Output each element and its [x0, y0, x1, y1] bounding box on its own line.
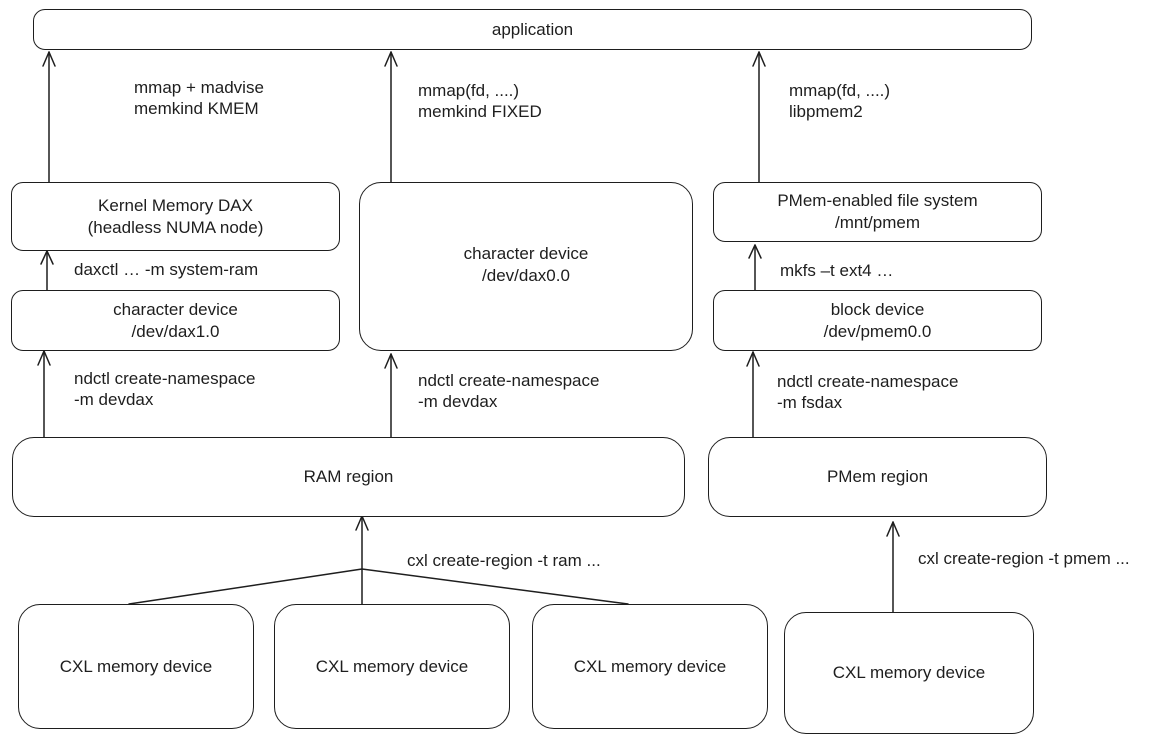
arrow-block-to-pmemfs: [748, 244, 762, 291]
cxl-memory-device-1-label: CXL memory device: [59, 656, 213, 676]
arrow-pmemfs-to-application: [752, 51, 766, 183]
character-device-dax0-box: character device /dev/dax0.0: [359, 182, 693, 351]
edge-label-line: ndctl create-namespace: [74, 369, 256, 388]
cxl-memory-device-1-box: CXL memory device: [18, 604, 254, 729]
edge-label-mmap-madvise: mmap + madvise memkind KMEM: [134, 77, 264, 119]
edge-label-line: cxl create-region -t pmem ...: [918, 549, 1130, 568]
edge-label-ndctl-devdax-1: ndctl create-namespace -m devdax: [74, 368, 255, 410]
cxl-memory-device-4-box: CXL memory device: [784, 612, 1034, 734]
edge-label-line: mmap + madvise: [134, 78, 264, 97]
arrow-dax1-to-kmem: [40, 250, 54, 291]
edge-label-line: daxctl … -m system-ram: [74, 260, 259, 279]
edge-label-line: cxl create-region -t ram ...: [407, 551, 601, 570]
edge-label-line: -m fsdax: [777, 393, 843, 412]
application-label: application: [491, 19, 574, 39]
arrow-kmem-to-application: [42, 51, 56, 183]
block-device-path: /dev/pmem0.0: [823, 321, 932, 341]
kernel-memory-dax-box: Kernel Memory DAX (headless NUMA node): [11, 182, 340, 251]
edge-label-line: mkfs –t ext4 …: [780, 261, 894, 280]
kernel-memory-dax-subtitle: (headless NUMA node): [87, 217, 264, 237]
edge-label-cxl-pmem: cxl create-region -t pmem ...: [918, 548, 1130, 569]
character-device-dax0-path: /dev/dax0.0: [482, 266, 570, 285]
edge-label-ndctl-devdax-2: ndctl create-namespace -m devdax: [418, 370, 599, 412]
edge-label-mmap-pmem2: mmap(fd, ....) libpmem2: [789, 80, 890, 122]
arrow-pmemregion-to-block: [746, 351, 760, 438]
edge-label-line: libpmem2: [789, 102, 863, 121]
cxl-memory-device-3-box: CXL memory device: [532, 604, 768, 729]
arrow-ram-to-dax1: [37, 350, 51, 438]
edge-label-line: -m devdax: [74, 390, 154, 409]
arrow-cxl-to-pmem-region: [886, 521, 900, 613]
character-device-dax1-title: character device: [113, 299, 238, 319]
pmem-file-system-box: PMem-enabled file system /mnt/pmem: [713, 182, 1042, 242]
edge-label-line: -m devdax: [418, 392, 498, 411]
character-device-dax1-box: character device /dev/dax1.0: [11, 290, 340, 351]
edge-label-line: ndctl create-namespace: [777, 372, 959, 391]
edge-label-daxctl: daxctl … -m system-ram: [74, 259, 258, 280]
edge-label-line: memkind FIXED: [418, 102, 542, 121]
pmem-region-label: PMem region: [826, 467, 929, 486]
edge-label-line: ndctl create-namespace: [418, 371, 600, 390]
edge-label-line: mmap(fd, ....): [418, 81, 520, 100]
edge-label-cxl-ram: cxl create-region -t ram ...: [407, 550, 601, 571]
edge-label-line: mmap(fd, ....): [789, 81, 891, 100]
ram-region-label: RAM region: [303, 467, 394, 486]
block-device-title: block device: [830, 299, 925, 319]
character-device-dax1-path: /dev/dax1.0: [131, 321, 220, 341]
cxl-memory-device-2-label: CXL memory device: [315, 656, 469, 676]
kernel-memory-dax-title: Kernel Memory DAX: [98, 195, 253, 215]
cxl-memory-device-4-label: CXL memory device: [832, 663, 986, 682]
application-box: application: [33, 9, 1032, 50]
ram-region-box: RAM region: [12, 437, 685, 517]
character-device-dax0-title: character device: [463, 244, 589, 263]
edge-label-mkfs: mkfs –t ext4 …: [780, 260, 893, 281]
block-device-box: block device /dev/pmem0.0: [713, 290, 1042, 351]
arrow-ram-to-dax0: [384, 353, 398, 438]
arrow-dax0-to-application: [384, 51, 398, 183]
pmem-region-box: PMem region: [708, 437, 1047, 517]
edge-label-line: memkind KMEM: [134, 99, 259, 118]
pmem-file-system-title: PMem-enabled file system: [777, 191, 978, 210]
edge-label-ndctl-fsdax: ndctl create-namespace -m fsdax: [777, 371, 958, 413]
pmem-file-system-path: /mnt/pmem: [834, 213, 921, 232]
edge-label-mmap-fixed: mmap(fd, ....) memkind FIXED: [418, 80, 542, 122]
cxl-memory-device-2-box: CXL memory device: [274, 604, 510, 729]
cxl-memory-device-3-label: CXL memory device: [573, 656, 727, 676]
